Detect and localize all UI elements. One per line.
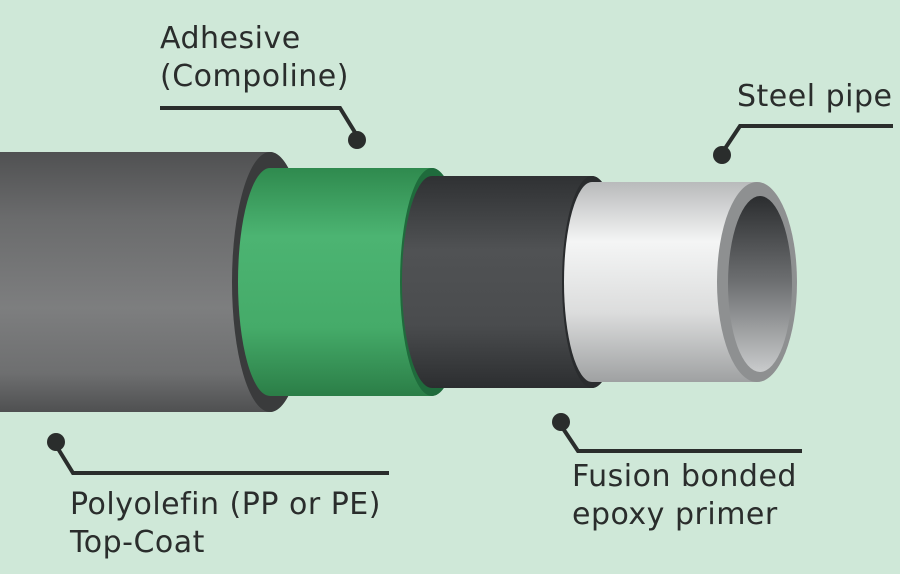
label-adhesive-line1: Adhesive xyxy=(160,21,301,56)
label-fbe-primer: Fusion bonded epoxy primer xyxy=(572,458,797,534)
label-adhesive: Adhesive (Compoline) xyxy=(160,20,349,96)
label-polyolefin-line1: Polyolefin (PP or PE) xyxy=(70,487,381,522)
label-steel-pipe-line1: Steel pipe xyxy=(737,79,893,114)
label-fbe-line2: epoxy primer xyxy=(572,497,778,532)
label-steel-pipe: Steel pipe xyxy=(737,78,892,116)
label-polyolefin-line2: Top-Coat xyxy=(70,525,205,560)
steel-bore xyxy=(728,196,792,372)
topcoat-layer xyxy=(0,152,308,412)
leader-dot-icon xyxy=(348,131,366,149)
polyolefin-leader xyxy=(55,445,389,475)
leader-dot-icon xyxy=(47,433,65,451)
label-polyolefin: Polyolefin (PP or PE) Top-Coat xyxy=(70,486,381,562)
steel-pipe-leader xyxy=(722,124,893,152)
leader-dot-icon xyxy=(713,146,731,164)
label-adhesive-line2: (Compoline) xyxy=(160,59,349,94)
label-fbe-line1: Fusion bonded xyxy=(572,459,797,494)
leader-dot-icon xyxy=(552,413,570,431)
fbe-leader xyxy=(560,425,802,453)
adhesive-leader xyxy=(160,106,358,136)
